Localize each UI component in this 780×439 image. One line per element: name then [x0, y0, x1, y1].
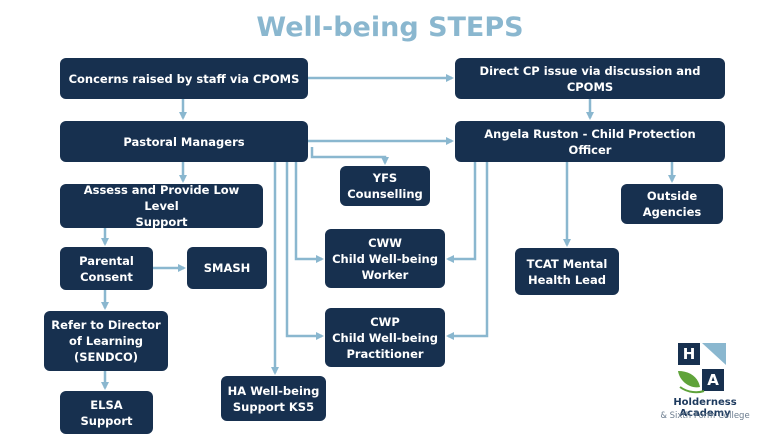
refer-director-box: Refer to Director of Learning (SENDCO)	[44, 311, 168, 371]
cww-box: CWW Child Well-being Worker	[325, 229, 445, 288]
arrow-angela-to-cww	[446, 162, 477, 263]
arrow-angela-to-cwp	[446, 162, 489, 340]
outside-agencies-box: Outside Agencies	[621, 184, 723, 224]
arrow-pastoral-to-yfs	[310, 147, 389, 165]
parental-consent-box: Parental Consent	[60, 247, 153, 290]
yfs-counselling-box: YFS Counselling	[340, 166, 430, 206]
logo-letter-a: A	[702, 369, 724, 391]
direct-cp-box: Direct CP issue via discussion and CPOMS	[455, 58, 725, 99]
leaf-icon	[678, 343, 726, 394]
logo-letter-h: H	[678, 343, 700, 365]
pastoral-managers-box: Pastoral Managers	[60, 121, 308, 162]
concerns-box: Concerns raised by staff via CPOMS	[60, 58, 308, 99]
angela-ruston-box: Angela Ruston - Child Protection Officer	[455, 121, 725, 162]
arrow-pastoral-to-cwp	[285, 162, 324, 340]
assess-support-box: Assess and Provide Low Level Support	[60, 183, 263, 229]
logo-name: Holderness Academy	[673, 397, 737, 419]
elsa-support-box: ELSA Support	[60, 391, 153, 434]
page-title: Well-being STEPS	[256, 12, 524, 43]
holderness-academy-logo: H A Holderness Academy & Sixth Form Coll…	[650, 337, 760, 437]
ha-wellbeing-box: HA Well-being Support KS5	[221, 376, 326, 421]
tcat-box: TCAT Mental Health Lead	[515, 248, 619, 295]
smash-box: SMASH	[187, 247, 267, 289]
logo-subtitle: & Sixth Form College	[660, 411, 750, 421]
arrow-pastoral-to-cww	[294, 162, 324, 263]
cwp-box: CWP Child Well-being Practitioner	[325, 308, 445, 367]
